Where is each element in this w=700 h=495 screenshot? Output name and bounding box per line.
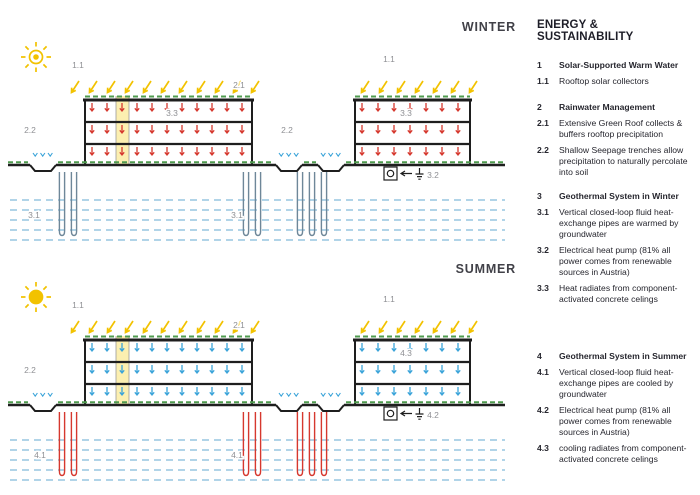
winter-section-title: WINTER [461, 20, 516, 34]
legend-section-number: 3 [537, 191, 542, 201]
legend-item: 2.2 Shallow Seepage trenches allow preci… [537, 145, 695, 178]
legend-section-geothermal-summer: 4 Geothermal System in Summer 4.1 Vertic… [537, 351, 695, 465]
sun-icon-winter [21, 42, 51, 72]
legend-item-text: Electrical heat pump (81% all power come… [559, 245, 672, 277]
legend-section-number: 1 [537, 60, 542, 70]
legend-section-number: 2 [537, 102, 542, 112]
legend-section-solar: 1 Solar-Supported Warm Water 1.1 Rooftop… [537, 60, 695, 87]
legend-panel: ENERGY & SUSTAINABILITY 1 Solar-Supporte… [537, 19, 695, 465]
summer-scene [8, 321, 505, 480]
label-pipes-mid-winter: 3.1 [231, 210, 243, 220]
summer-section-title: SUMMER [455, 262, 516, 276]
legend-item: 3.2 Electrical heat pump (81% all power … [537, 245, 695, 278]
legend-item: 3.3 Heat radiates from component-activat… [537, 283, 695, 305]
legend-item-text: Heat radiates from component-activated c… [559, 283, 678, 304]
legend-item-text: Rooftop solar collectors [559, 76, 649, 86]
label-ceiling-right-winter: 3.3 [400, 108, 412, 118]
legend-item: 4.1 Vertical closed-loop fluid heat-exch… [537, 367, 695, 400]
legend-section-title: Geothermal System in Summer [559, 351, 687, 361]
legend-section-title: Geothermal System in Winter [559, 191, 679, 201]
legend-item: 1.1 Rooftop solar collectors [537, 76, 695, 87]
legend-item-number: 3.2 [537, 245, 549, 255]
label-trench-mid-winter: 2.2 [281, 125, 293, 135]
legend-item: 4.3 cooling radiates from component-acti… [537, 443, 695, 465]
legend-item-number: 2.2 [537, 145, 549, 155]
legend-item-number: 4.2 [537, 405, 549, 415]
label-pipes-left-summer: 4.1 [34, 450, 46, 460]
label-trench-left-winter: 2.2 [24, 125, 36, 135]
summer-diagram: 1.1 1.1 2.1 2.2 4.3 4.2 4.1 4.1 [8, 282, 505, 480]
legend-section-heading: 2 Rainwater Management [537, 102, 695, 113]
label-pipes-left-winter: 3.1 [28, 210, 40, 220]
legend-section-heading: 3 Geothermal System in Winter [537, 191, 695, 202]
label-ceiling-right-summer: 4.3 [400, 348, 412, 358]
label-trench-left-summer: 2.2 [24, 365, 36, 375]
winter-diagram: 1.1 1.1 2.1 2.2 2.2 3.3 3.3 3.2 3.1 3.1 [8, 42, 505, 240]
legend-item-number: 4.3 [537, 443, 549, 453]
legend-item-number: 3.3 [537, 283, 549, 293]
legend-section-rainwater: 2 Rainwater Management 2.1 Extensive Gre… [537, 102, 695, 178]
heat-pump-icon-summer [383, 406, 425, 421]
label-heat-pump-summer: 4.2 [427, 410, 439, 420]
label-solar-left-summer: 1.1 [72, 300, 84, 310]
legend-title: ENERGY & SUSTAINABILITY [537, 19, 634, 43]
label-pipes-mid-summer: 4.1 [231, 450, 243, 460]
legend-item: 2.1 Extensive Green Roof collects & buff… [537, 118, 695, 140]
legend-item-text: Extensive Green Roof collects & buffers … [559, 118, 683, 139]
legend-section-title: Solar-Supported Warm Water [559, 60, 679, 70]
label-green-roof-summer: 2.1 [233, 320, 245, 330]
label-green-roof-winter: 2.1 [233, 80, 245, 90]
summer-diagram-labels: 1.1 1.1 2.1 2.2 4.3 4.2 4.1 4.1 [23, 293, 441, 462]
legend-item-text: Shallow Seepage trenches allow precipita… [559, 145, 688, 177]
label-solar-right-summer: 1.1 [383, 294, 395, 304]
legend-item-text: Vertical closed-loop fluid heat-exchange… [559, 207, 679, 239]
sun-icon-summer [21, 282, 51, 312]
legend-section-number: 4 [537, 351, 542, 361]
winter-diagram-labels: 1.1 1.1 2.1 2.2 2.2 3.3 3.3 3.2 3.1 3.1 [23, 53, 441, 222]
legend-item: 4.2 Electrical heat pump (81% all power … [537, 405, 695, 438]
legend-item-number: 1.1 [537, 76, 549, 86]
legend-item-text: cooling radiates from component-activate… [559, 443, 687, 464]
label-ceiling-left-winter: 3.3 [166, 108, 178, 118]
legend-item-text: Electrical heat pump (81% all power come… [559, 405, 672, 437]
legend-item: 3.1 Vertical closed-loop fluid heat-exch… [537, 207, 695, 240]
label-solar-right-winter: 1.1 [383, 54, 395, 64]
legend-item-text: Vertical closed-loop fluid heat-exchange… [559, 367, 674, 399]
label-heat-pump-winter: 3.2 [427, 170, 439, 180]
winter-scene [8, 81, 505, 240]
legend-item-number: 2.1 [537, 118, 549, 128]
legend-section-heading: 1 Solar-Supported Warm Water [537, 60, 695, 71]
legend-item-number: 4.1 [537, 367, 549, 377]
legend-section-heading: 4 Geothermal System in Summer [537, 351, 695, 362]
label-solar-left-winter: 1.1 [72, 60, 84, 70]
legend-item-number: 3.1 [537, 207, 549, 217]
heat-pump-icon-winter [383, 166, 425, 181]
geothermal-pipes-summer [59, 412, 326, 476]
legend-section-geothermal-winter: 3 Geothermal System in Winter 3.1 Vertic… [537, 191, 695, 305]
geothermal-pipes-winter [59, 172, 326, 236]
legend-section-title: Rainwater Management [559, 102, 655, 112]
